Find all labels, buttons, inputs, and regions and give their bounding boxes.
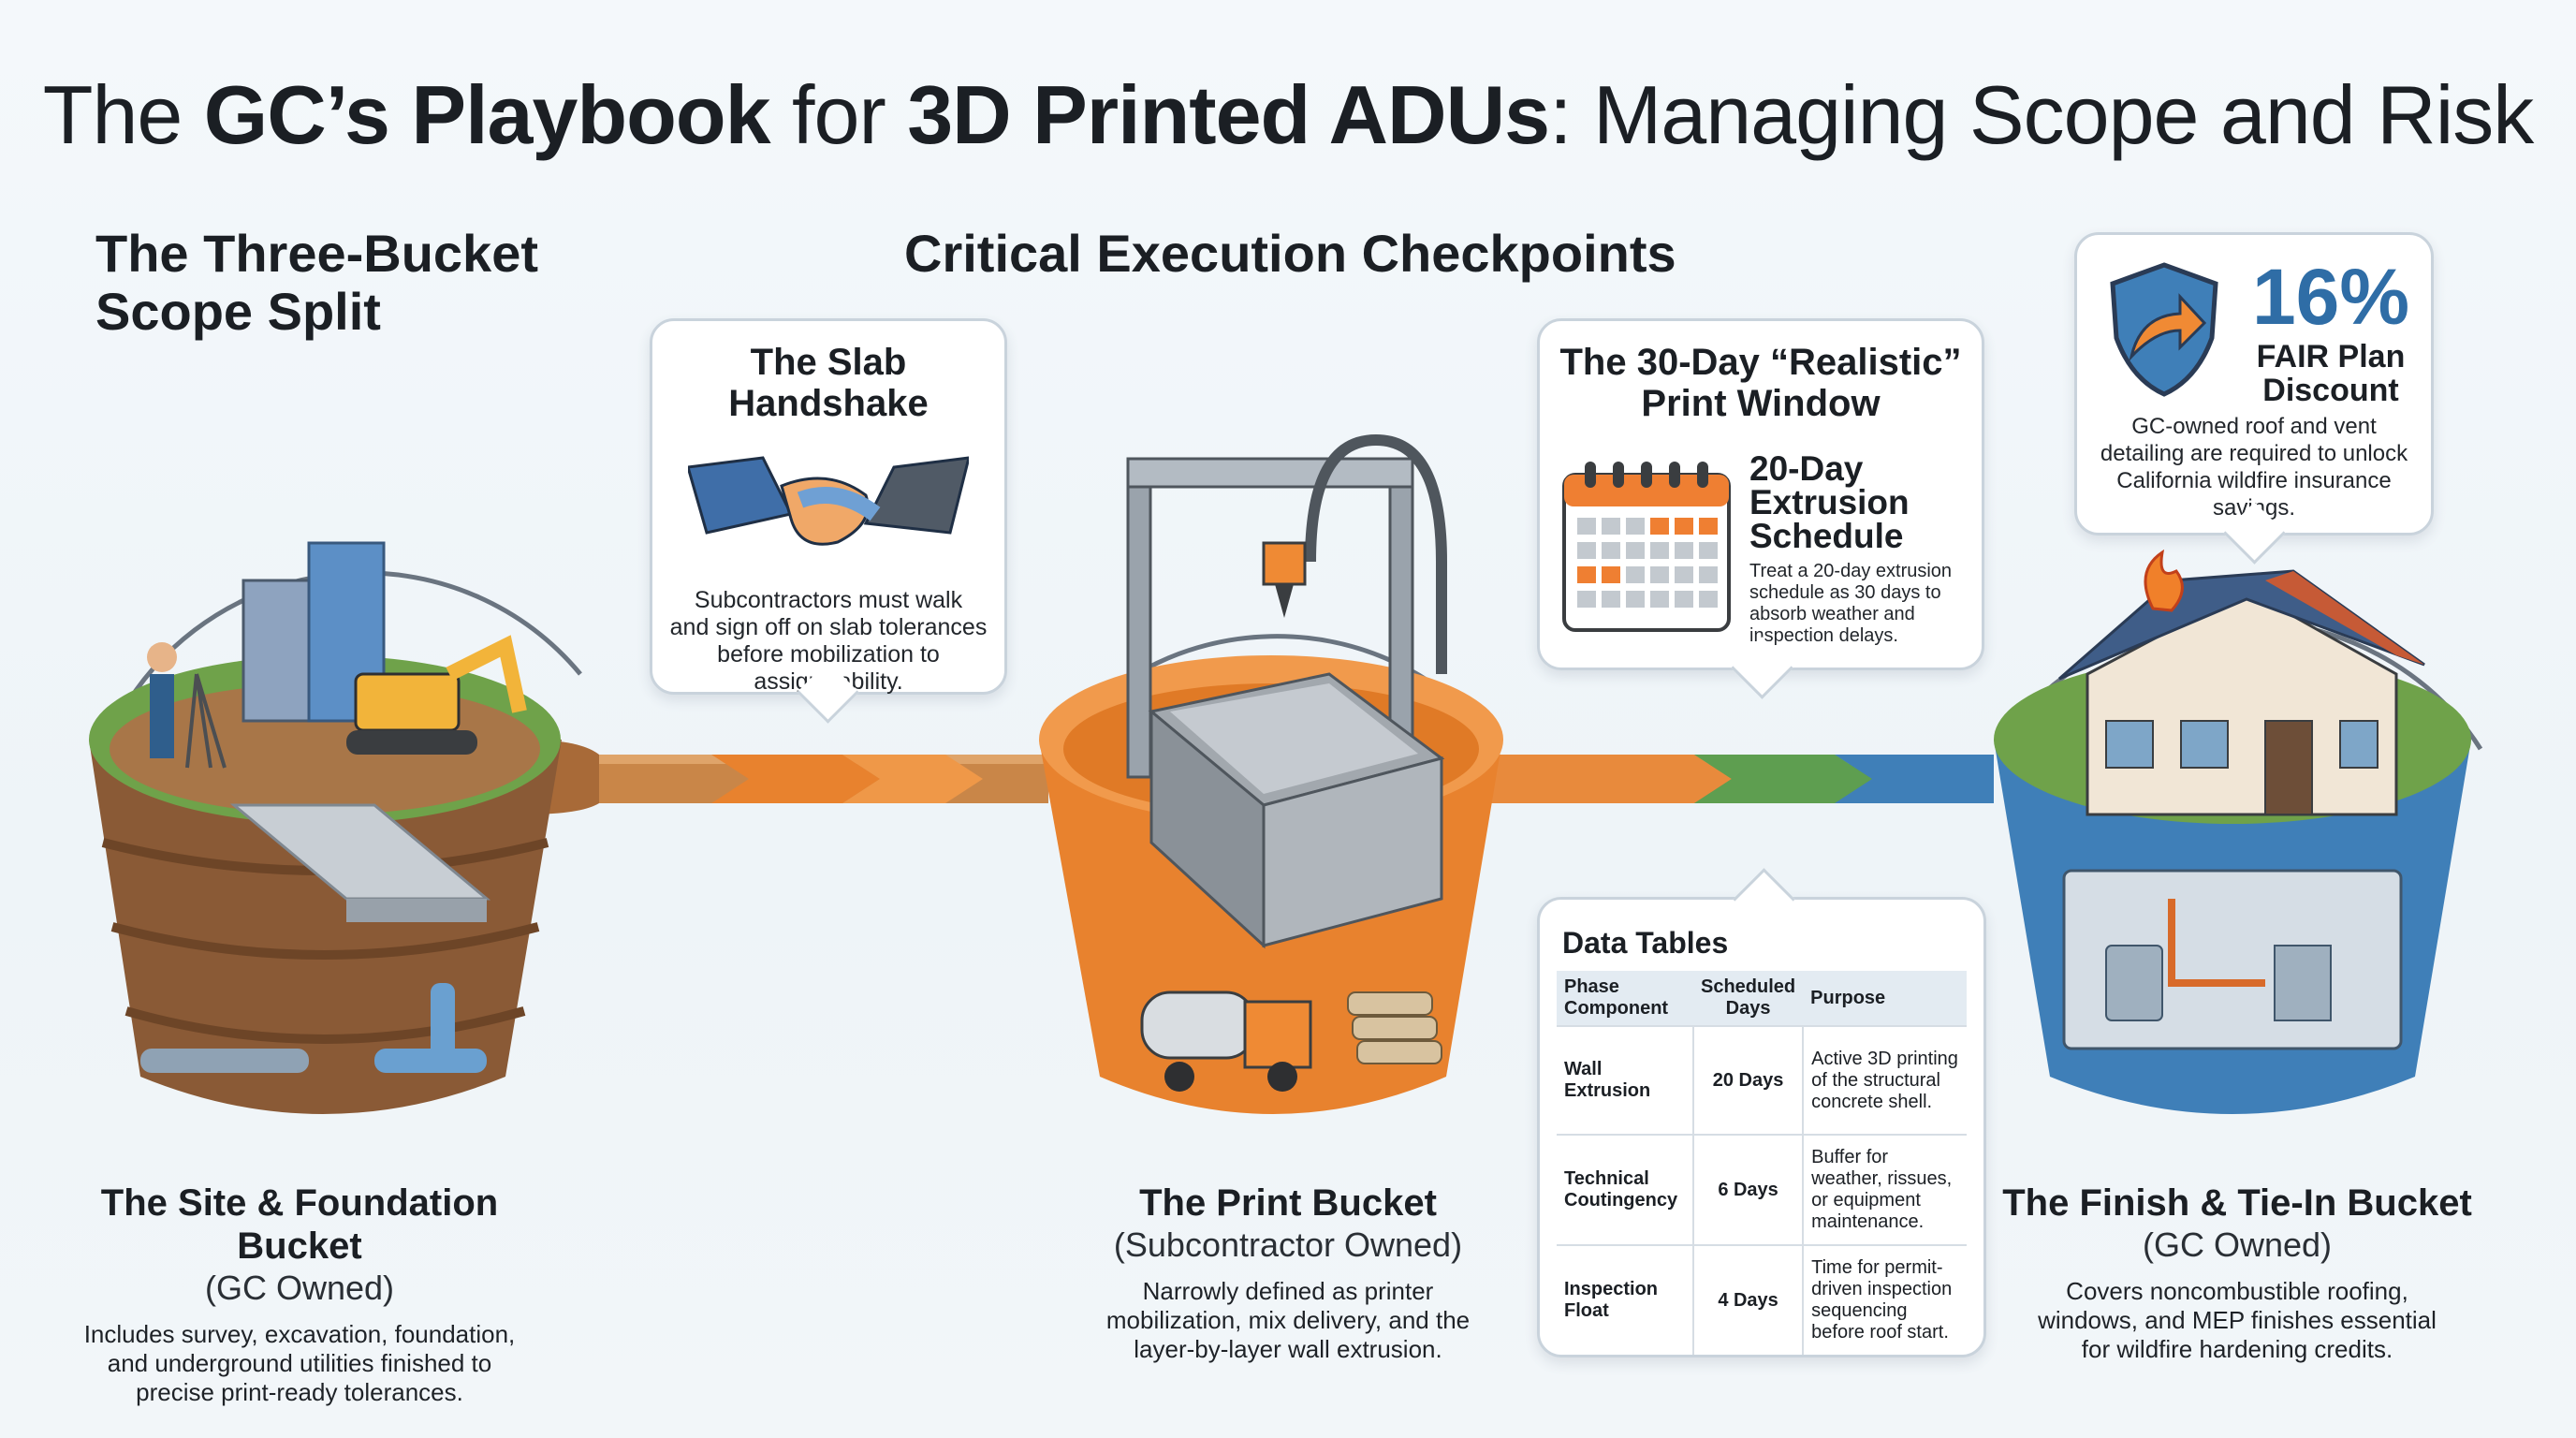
- finish-bucket: [1994, 549, 2483, 1114]
- col-header-purpose: Purpose: [1803, 971, 1967, 1026]
- cell-purpose: Active 3D printing of the structural con…: [1803, 1025, 1967, 1135]
- checkpoints-heading: Critical Execution Checkpoints: [904, 224, 1676, 283]
- extrusion-schedule-text: Treat a 20-day extrusion schedule as 30 …: [1749, 561, 1953, 646]
- cell-days: 20 Days: [1691, 1025, 1805, 1135]
- table-header-row: Phase Component Scheduled Days Purpose: [1557, 971, 1967, 1026]
- site-bucket-label: The Site & Foundation Bucket (GC Owned) …: [56, 1181, 543, 1407]
- col-header-component: Phase Component: [1557, 971, 1693, 1026]
- insurance-discount-callout: 16% FAIR Plan Discount GC-owned roof and…: [2074, 232, 2434, 565]
- data-tables-panel: Data Tables Phase Component Scheduled Da…: [1537, 868, 1986, 1357]
- data-tables-title: Data Tables: [1562, 926, 1729, 960]
- table-row: Technical Coutingency 6 Days Buffer for …: [1557, 1134, 1967, 1245]
- print-bucket-name: The Print Bucket: [1139, 1182, 1437, 1224]
- finish-bucket-owner: (GC Owned): [2142, 1225, 2333, 1264]
- cell-purpose: Buffer for weather, rissues, or equipmen…: [1803, 1134, 1967, 1245]
- table-row: Inspection Float 4 Days Time for permit-…: [1557, 1244, 1967, 1355]
- cell-days: 4 Days: [1691, 1244, 1805, 1355]
- finish-bucket-name: The Finish & Tie-In Bucket: [2002, 1182, 2472, 1224]
- handshake-icon: [688, 456, 969, 546]
- calendar-icon: [1562, 462, 1731, 632]
- site-bucket-name: The Site & Foundation Bucket: [100, 1182, 499, 1267]
- fire-icon: [2144, 549, 2184, 612]
- print-window-callout: The 30-Day “Realistic” Print Window 20-D…: [1537, 318, 1984, 699]
- discount-label: FAIR Plan Discount: [2256, 339, 2406, 408]
- shield-arrow-icon: [2110, 262, 2218, 397]
- cell-purpose: Time for permit-driven inspection sequen…: [1803, 1244, 1967, 1355]
- finish-bucket-label: The Finish & Tie-In Bucket (GC Owned) Co…: [1994, 1181, 2481, 1364]
- cell-component: Inspection Float: [1557, 1244, 1693, 1355]
- slab-handshake-callout: The Slab Handshake Subcontractors must w…: [650, 318, 1007, 724]
- print-bucket: [1039, 433, 1503, 1114]
- col-header-days: Scheduled Days: [1693, 971, 1804, 1026]
- site-bucket-desc: Includes survey, excavation, foundation,…: [83, 1320, 516, 1406]
- three-bucket-heading: The Three-Bucket Scope Split: [95, 224, 538, 341]
- extrusion-schedule-label: 20-Day Extrusion Schedule: [1749, 449, 1910, 555]
- finish-bucket-desc: Covers noncombustible roofing, windows, …: [2038, 1277, 2437, 1363]
- page-title: The GC’s Playbook for 3D Printed ADUs: M…: [42, 68, 2535, 161]
- site-bucket-owner: (GC Owned): [204, 1269, 395, 1307]
- print-bucket-desc: Narrowly defined as printer mobilization…: [1105, 1277, 1471, 1363]
- cell-days: 6 Days: [1691, 1134, 1805, 1245]
- table-row: Wall Extrusion 20 Days Active 3D printin…: [1557, 1025, 1967, 1135]
- cell-component: Technical Coutingency: [1557, 1134, 1693, 1245]
- slab-handshake-title: The Slab Handshake: [728, 342, 929, 424]
- print-window-title: The 30-Day “Realistic” Print Window: [1559, 342, 1962, 424]
- print-bucket-owner: (Subcontractor Owned): [1113, 1225, 1463, 1264]
- site-bucket: [89, 541, 582, 1114]
- pipe-site-to-print: [524, 740, 1048, 814]
- discount-stat: 16%: [2251, 253, 2410, 341]
- print-bucket-label: The Print Bucket (Subcontractor Owned) N…: [1035, 1181, 1541, 1364]
- pipe-print-to-finish: [1470, 755, 1994, 803]
- schedule-table: Phase Component Scheduled Days Purpose W…: [1557, 971, 1967, 1355]
- cell-component: Wall Extrusion: [1557, 1025, 1693, 1135]
